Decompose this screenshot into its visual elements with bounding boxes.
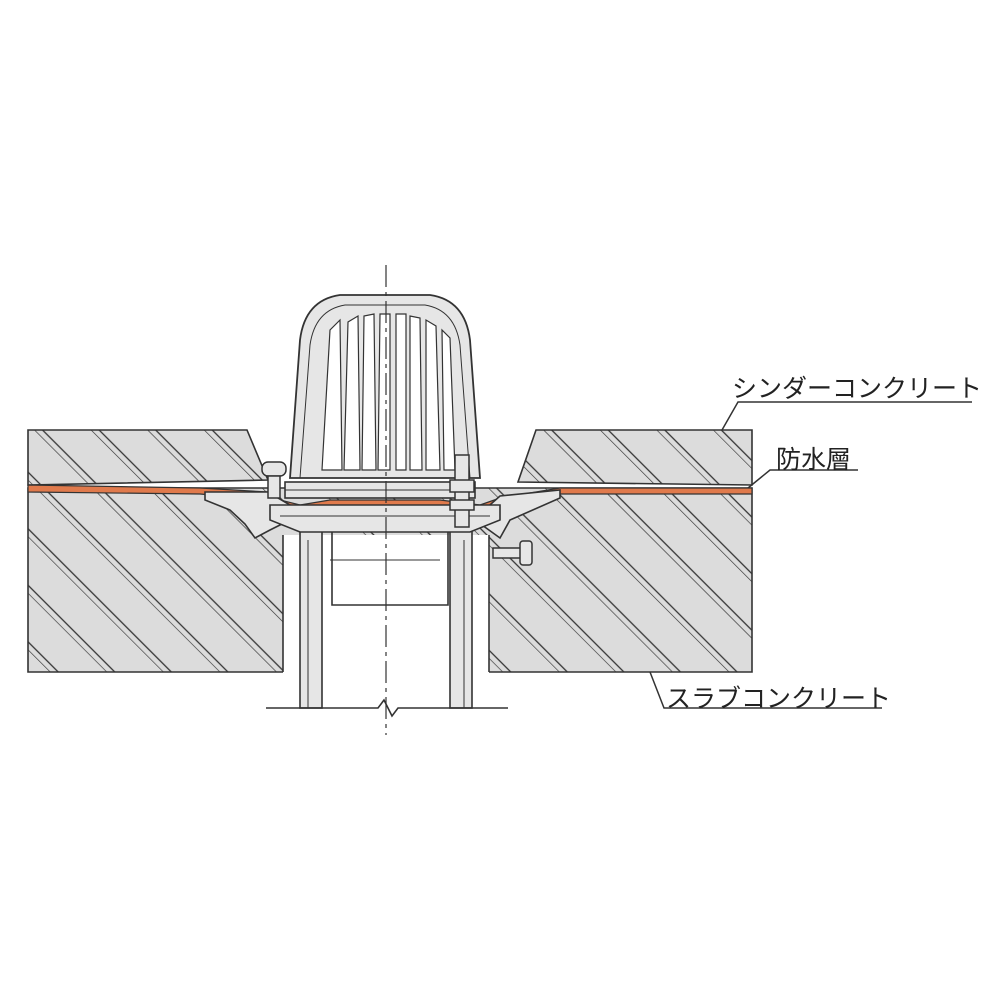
- side-bolt: [492, 540, 533, 566]
- cinder-concrete-right: [516, 429, 753, 486]
- leader-lines: [649, 401, 972, 709]
- drain-body: [204, 481, 561, 540]
- cinder-concrete-left: [27, 429, 270, 486]
- dome-strainer: [289, 294, 481, 479]
- label-slab-concrete: スラブコンクリート: [666, 684, 892, 713]
- left-bolt: [261, 461, 287, 499]
- label-waterproof-layer: 防水層: [776, 445, 852, 474]
- label-cinder-concrete: シンダーコンクリート: [732, 374, 983, 403]
- right-bolt: [449, 454, 475, 528]
- strainer-slots: [321, 313, 456, 471]
